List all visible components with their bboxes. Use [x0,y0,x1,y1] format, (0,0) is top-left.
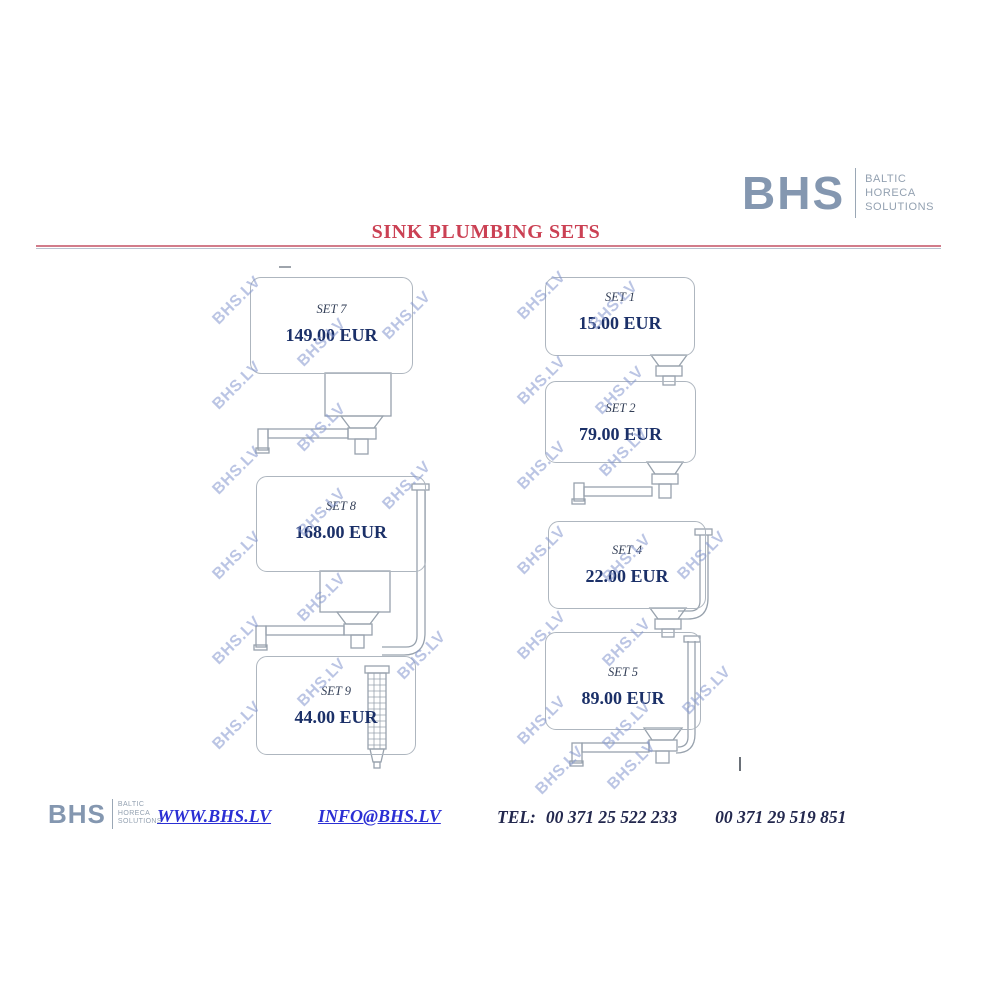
website-link[interactable]: WWW.BHS.LV [157,806,272,826]
product-card-set5: SET 5 89.00 EUR [545,632,701,730]
set9-label: SET 9 [321,684,351,698]
header-logo: BHS BALTIC HORECA SOLUTIONS [742,168,934,218]
set9-price: 44.00 EUR [294,707,378,727]
product-card-set9: SET 9 44.00 EUR [256,656,416,755]
set8-price: 168.00 EUR [294,522,387,542]
footer-logo: BHS BALTIC HORECA SOLUTIONS [48,799,162,829]
diagram-set7-drain-with-side-arm [255,372,392,455]
watermark: BHS.LV [294,400,350,456]
set4-label: SET 4 [612,543,642,557]
watermark: BHS.LV [294,570,350,626]
set8-label: SET 8 [326,499,356,513]
footer-tagline-line3: SOLUTIONS [117,818,162,826]
set7-price: 149.00 EUR [285,325,378,345]
footer-tagline-line1: BALTIC [117,801,145,809]
product-card-set2: SET 2 79.00 EUR [545,381,696,463]
set7-label: SET 7 [316,302,347,316]
set5-label: SET 5 [608,665,638,679]
diagram-set2-drain-with-valve-arm [571,461,685,505]
watermark: BHS.LV [604,738,660,794]
set2-price: 79.00 EUR [578,424,662,444]
logo-tagline-line2: HORECA [865,187,916,199]
set1-price: 15.00 EUR [578,313,662,333]
logo-tagline-line3: SOLUTIONS [865,201,935,213]
brand-text: BHS [742,167,846,219]
phone-number-2: 00 371 29 519 851 [715,807,847,827]
product-card-set7: SET 7 149.00 EUR [250,277,413,374]
tel-label: TEL: [497,807,536,827]
footer-brand-text: BHS [48,799,106,829]
watermark: BHS.LV [532,743,588,799]
footer-logo-divider [111,799,113,829]
set4-price: 22.00 EUR [585,566,669,586]
title-rule [36,245,941,249]
set5-price: 89.00 EUR [581,688,665,708]
email-link[interactable]: INFO@BHS.LV [318,806,441,826]
footer-tagline-line2: HORECA [117,809,151,817]
footer-logo-tagline: BALTIC HORECA SOLUTIONS [118,801,162,827]
rule-bottom-line [36,248,941,249]
phone-number-1: 00 371 25 522 233 [545,807,678,827]
set2-label: SET 2 [605,401,636,415]
product-card-set4: SET 4 22.00 EUR [548,521,706,609]
page-title: SINK PLUMBING SETS [371,221,601,243]
phone-numbers: TEL: 00 371 25 522 233 00 371 29 519 851 [497,807,846,828]
logo-tagline: BALTIC HORECA SOLUTIONS [865,172,934,214]
product-card-set8: SET 8 168.00 EUR [256,476,426,572]
logo-tagline-line1: BALTIC [865,173,907,185]
rule-top-line [36,245,941,247]
logo-divider [855,168,857,218]
set1-label: SET 1 [605,290,635,304]
product-card-set1: SET 1 15.00 EUR [545,277,695,356]
